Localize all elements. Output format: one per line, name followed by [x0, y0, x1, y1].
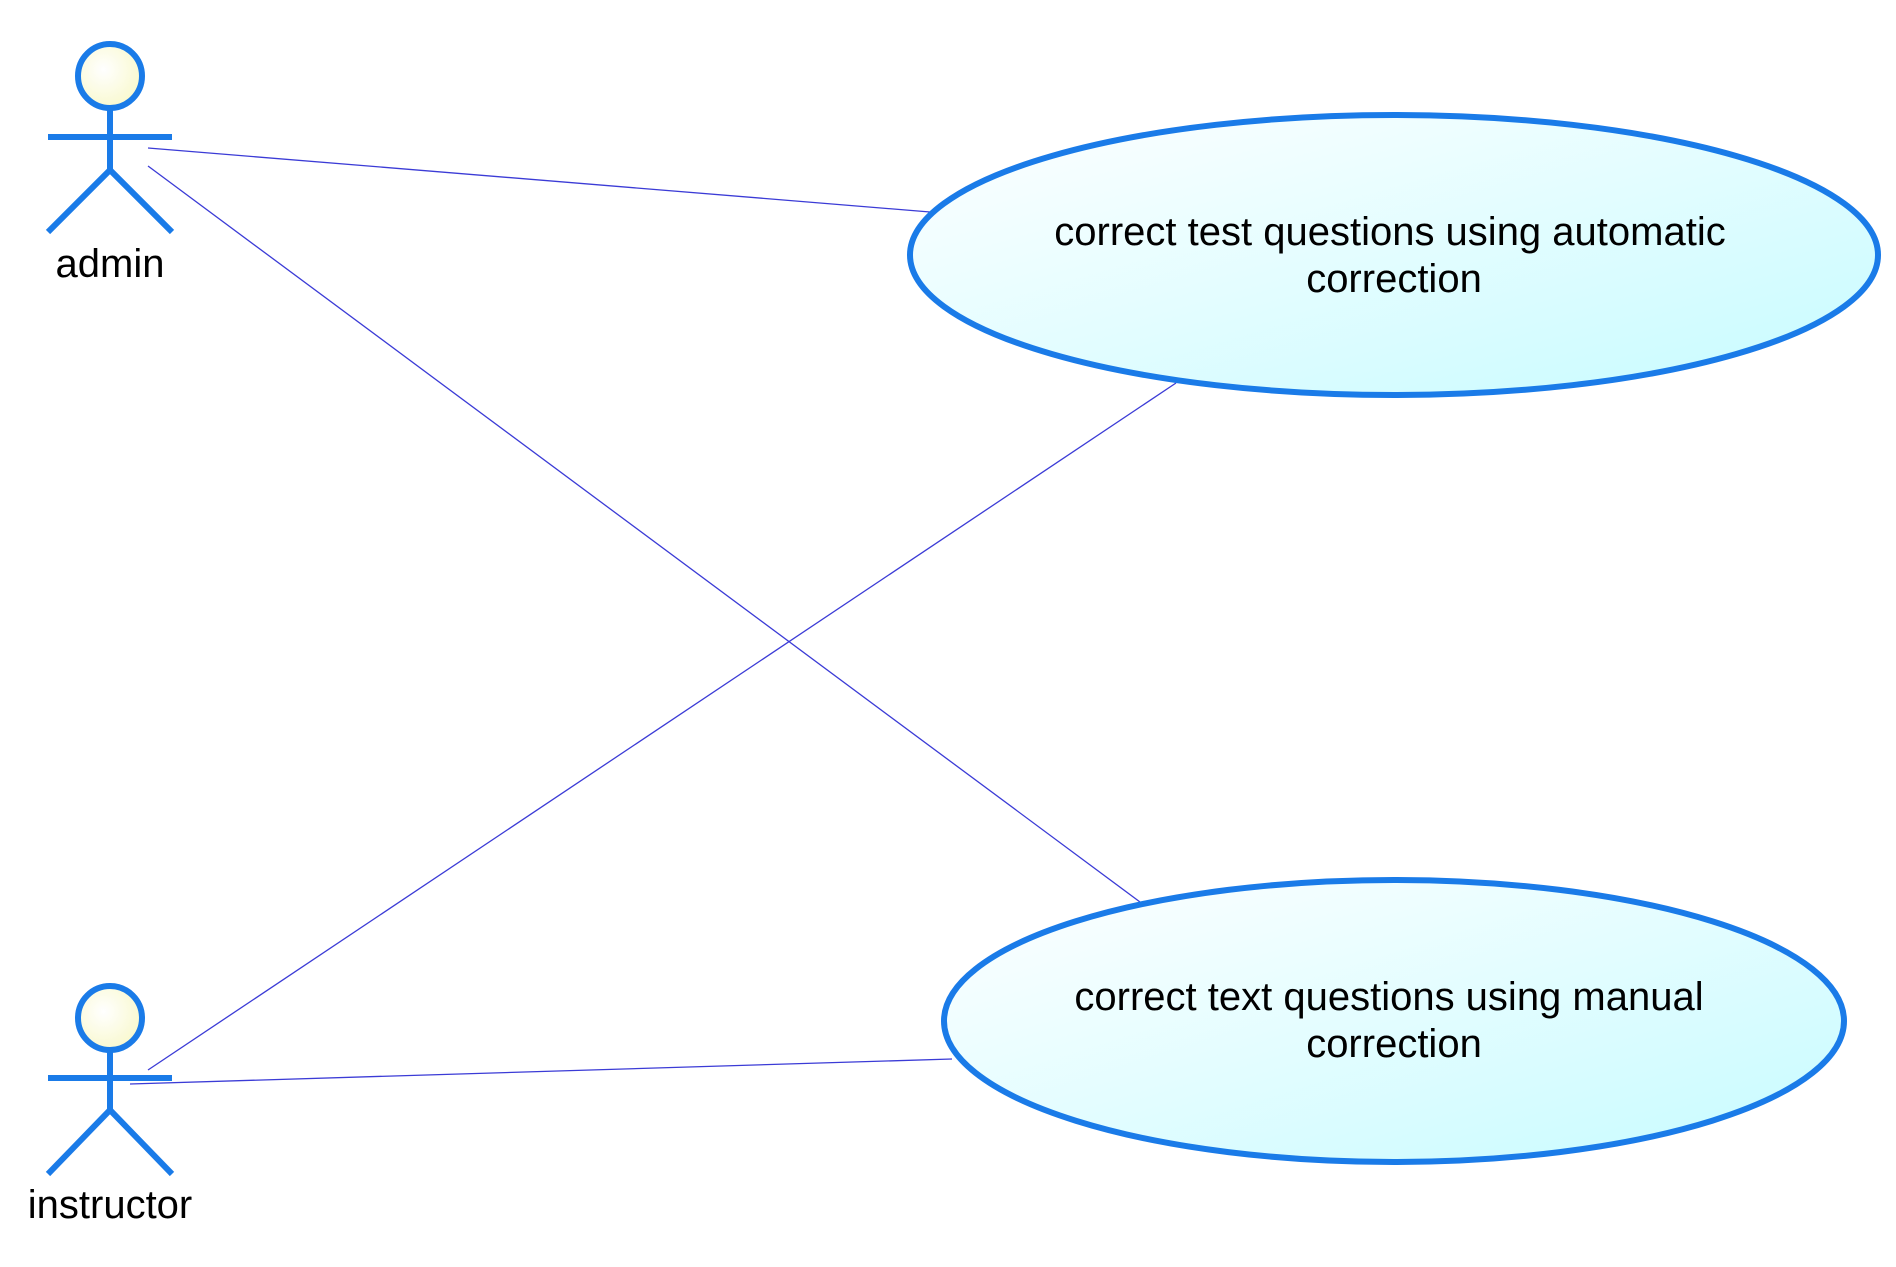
use-case-label-line-1: correct text questions using manual: [1074, 975, 1703, 1019]
association-instructor-automatic-correction[interactable]: [147, 382, 1177, 1071]
actor-head-icon: [75, 41, 145, 111]
use-case-label-line-2: correction: [1306, 1022, 1482, 1066]
use-case-label-line-2: correction: [1306, 257, 1482, 301]
use-case-automatic-correction[interactable]: correct test questions using automatic c…: [907, 112, 1881, 398]
actor-instructor[interactable]: instructor: [28, 983, 193, 1227]
use-case-ellipse: [907, 112, 1881, 398]
use-case-label-line-1: correct test questions using automatic: [1054, 210, 1725, 254]
actor-admin[interactable]: admin: [45, 41, 175, 286]
actor-label-admin: admin: [56, 242, 165, 286]
actor-label-instructor: instructor: [28, 1183, 193, 1227]
association-admin-automatic-correction[interactable]: [147, 147, 931, 213]
association-admin-manual-correction[interactable]: [147, 165, 1141, 903]
stick-figure-icon: [45, 108, 175, 235]
use-case-manual-correction[interactable]: correct text questions using manual corr…: [941, 877, 1847, 1165]
associations: [129, 147, 1177, 1085]
use-case-ellipse: [941, 877, 1847, 1165]
stick-figure-icon: [45, 1050, 175, 1177]
actor-head-icon: [75, 983, 145, 1053]
association-instructor-manual-correction[interactable]: [129, 1058, 953, 1085]
